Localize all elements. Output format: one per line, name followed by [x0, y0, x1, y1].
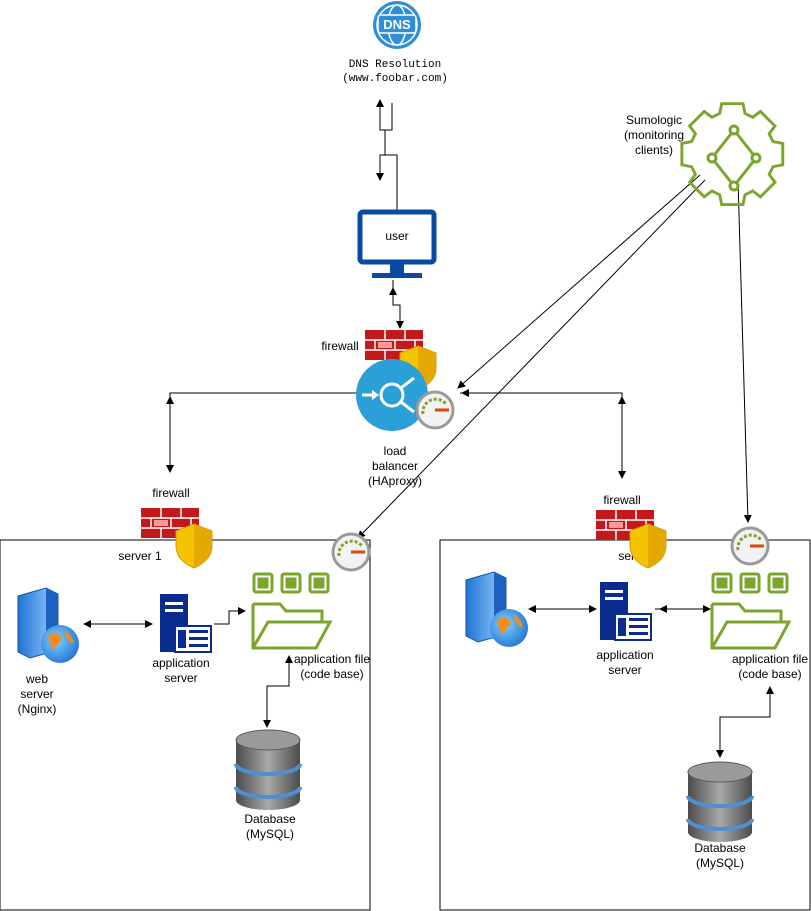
database-icon-2 [686, 761, 754, 842]
s2-app-line2: server [608, 663, 641, 677]
firewall-label-left: firewall [152, 486, 189, 500]
s2-db-line2: (MySQL) [696, 856, 744, 870]
lb-server1-line [166, 392, 358, 473]
sumologic-line1: Sumologic [626, 113, 682, 127]
s1-files-db-line [263, 660, 290, 728]
web-server-icon-1 [17, 587, 79, 663]
shield-icon-left [175, 523, 213, 569]
lb-line1: load [384, 444, 407, 458]
s2-files-line1: application file [732, 652, 808, 666]
dns-user-line [376, 103, 386, 181]
sumologic-line3: clients) [635, 143, 673, 157]
lb-server2-line [460, 392, 626, 479]
s2-files-line2: (code base) [738, 667, 801, 681]
shield-icon-right [629, 523, 667, 569]
s1-web-line3: (Nginx) [18, 702, 57, 716]
app-server-icon-1 [160, 594, 212, 653]
database-icon-1 [234, 729, 302, 810]
lb-line2: balancer [372, 459, 418, 473]
s1-app-files-line [214, 607, 246, 625]
s2-db-line1: Database [694, 841, 746, 855]
lb-line3: (HAproxy) [368, 474, 422, 488]
load-balancer-icon [356, 359, 428, 431]
s1-files-line2: (code base) [300, 667, 363, 681]
sumologic-line2: (monitoring [624, 128, 684, 142]
dns-title: DNS Resolution [349, 59, 441, 71]
web-server-icon-2 [465, 571, 528, 647]
s1-app-line1: application [152, 656, 209, 670]
dns-bracket [385, 103, 393, 131]
s1-files-line1: application file [294, 652, 370, 666]
s1-app-line2: server [164, 671, 197, 685]
user-firewall-line [392, 280, 404, 329]
app-files-icon-2 [710, 572, 792, 650]
user-dns-return [385, 154, 398, 210]
s1-db-line1: Database [244, 812, 296, 826]
dns-icon-text: DNS [383, 17, 411, 32]
s1-web-line1: web [25, 672, 48, 686]
gauge-icon-server2 [730, 526, 770, 566]
sumo-server1-line [357, 179, 706, 539]
server-1-label: server 1 [118, 549, 162, 563]
sumologic-gear-icon [680, 102, 785, 207]
user-monitor-icon [357, 209, 437, 278]
sumo-lb-line [457, 174, 701, 389]
gauge-icon-server1 [331, 532, 371, 572]
dns-domain: (www.foobar.com) [342, 73, 448, 85]
s2-files-db-line [716, 690, 771, 758]
s1-db-line2: (MySQL) [246, 827, 294, 841]
user-label: user [385, 229, 408, 243]
s1-web-line2: server [20, 687, 53, 701]
app-server-icon-2 [600, 582, 652, 641]
firewall-label-top: firewall [321, 339, 358, 353]
s2-app-line1: application [596, 648, 653, 662]
sumo-server2-line [737, 179, 752, 523]
app-files-icon-1 [251, 572, 333, 650]
gauge-icon-lb [415, 390, 455, 430]
firewall-label-right: firewall [603, 493, 640, 507]
connections [83, 99, 774, 758]
dns-icon: DNS [373, 1, 421, 49]
